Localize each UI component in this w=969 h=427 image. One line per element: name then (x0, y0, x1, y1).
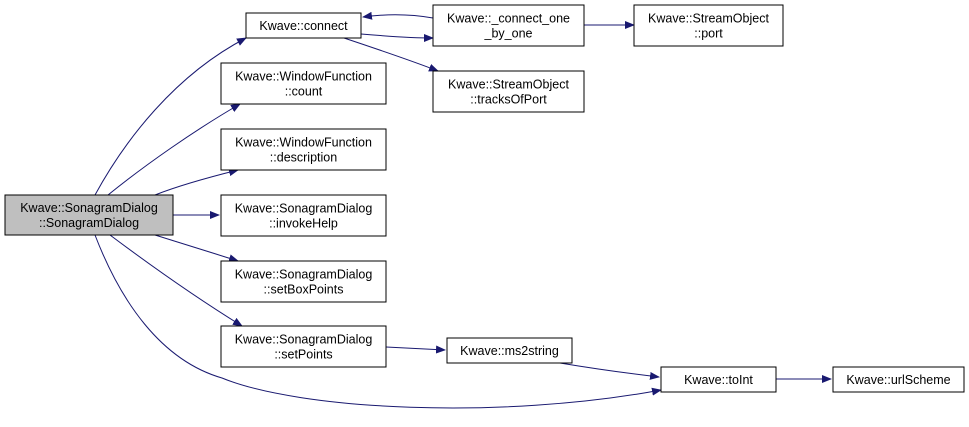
node-box (220, 260, 387, 303)
node-connect[interactable]: Kwave::connect (245, 12, 362, 39)
node-box (245, 12, 362, 39)
node-box (832, 366, 965, 393)
node-box (220, 62, 387, 105)
node-label-line: ::tracksOfPort (470, 93, 547, 107)
node-label-line: Kwave::_connect_one (447, 12, 570, 26)
node-label-line: ::setBoxPoints (264, 283, 344, 297)
node-label-line: Kwave::urlScheme (846, 373, 950, 387)
node-label-line: Kwave::ms2string (460, 344, 559, 358)
node-label-line: Kwave::SonagramDialog (235, 333, 373, 347)
node-label-line: ::port (694, 27, 723, 41)
node-wf_description[interactable]: Kwave::WindowFunction::description (220, 128, 387, 171)
node-label-line: Kwave::SonagramDialog (235, 268, 373, 282)
node-label-line: Kwave::WindowFunction (235, 136, 372, 150)
edges (94, 11, 832, 409)
node-box (220, 325, 387, 368)
node-box (220, 128, 387, 171)
node-box (432, 70, 585, 113)
node-box (220, 194, 387, 237)
nodes: Kwave::SonagramDialog::SonagramDialogKwa… (4, 4, 965, 393)
node-label-line: _by_one (484, 27, 533, 41)
node-box (432, 4, 585, 47)
node-port[interactable]: Kwave::StreamObject::port (633, 4, 784, 47)
node-label-line: ::setPoints (274, 348, 332, 362)
node-box (660, 366, 777, 393)
edge-root-to-connect (94, 37, 247, 196)
edge-connect_one-to-connect (362, 11, 434, 20)
node-box (633, 4, 784, 47)
node-setPoints[interactable]: Kwave::SonagramDialog::setPoints (220, 325, 387, 368)
node-ms2string[interactable]: Kwave::ms2string (446, 337, 573, 364)
node-root[interactable]: Kwave::SonagramDialog::SonagramDialog (4, 194, 174, 236)
edge-setPoints-to-ms2string (385, 345, 446, 354)
edge-root-to-setPoints (109, 234, 243, 327)
node-toInt[interactable]: Kwave::toInt (660, 366, 777, 393)
node-box (446, 337, 573, 364)
edge-ms2string-to-toInt (559, 362, 660, 380)
edge-root-to-toInt (94, 234, 662, 409)
node-box (4, 194, 174, 236)
edge-connect-to-tracksOfPort (343, 37, 439, 72)
node-label-line: Kwave::connect (259, 19, 348, 33)
node-tracksOfPort[interactable]: Kwave::StreamObject::tracksOfPort (432, 70, 585, 113)
node-setBoxPoints[interactable]: Kwave::SonagramDialog::setBoxPoints (220, 260, 387, 303)
edge-root-to-wf_count (107, 103, 241, 196)
node-label-line: ::invokeHelp (269, 217, 338, 231)
node-label-line: Kwave::StreamObject (648, 12, 769, 26)
node-label-line: Kwave::SonagramDialog (20, 201, 158, 215)
node-label-line: ::description (270, 151, 337, 165)
edge-root-to-wf_description (154, 168, 239, 196)
edge-root-to-setBoxPoints (154, 234, 239, 263)
node-label-line: Kwave::WindowFunction (235, 70, 372, 84)
node-urlScheme[interactable]: Kwave::urlScheme (832, 366, 965, 393)
node-label-line: Kwave::SonagramDialog (235, 202, 373, 216)
node-label-line: Kwave::toInt (684, 373, 753, 387)
node-wf_count[interactable]: Kwave::WindowFunction::count (220, 62, 387, 105)
edge-connect-to-connect_one (360, 33, 434, 42)
node-label-line: ::count (285, 85, 323, 99)
node-connect_one[interactable]: Kwave::_connect_one_by_one (432, 4, 585, 47)
node-label-line: ::SonagramDialog (39, 216, 139, 230)
node-label-line: Kwave::StreamObject (448, 78, 569, 92)
node-invokeHelp[interactable]: Kwave::SonagramDialog::invokeHelp (220, 194, 387, 237)
